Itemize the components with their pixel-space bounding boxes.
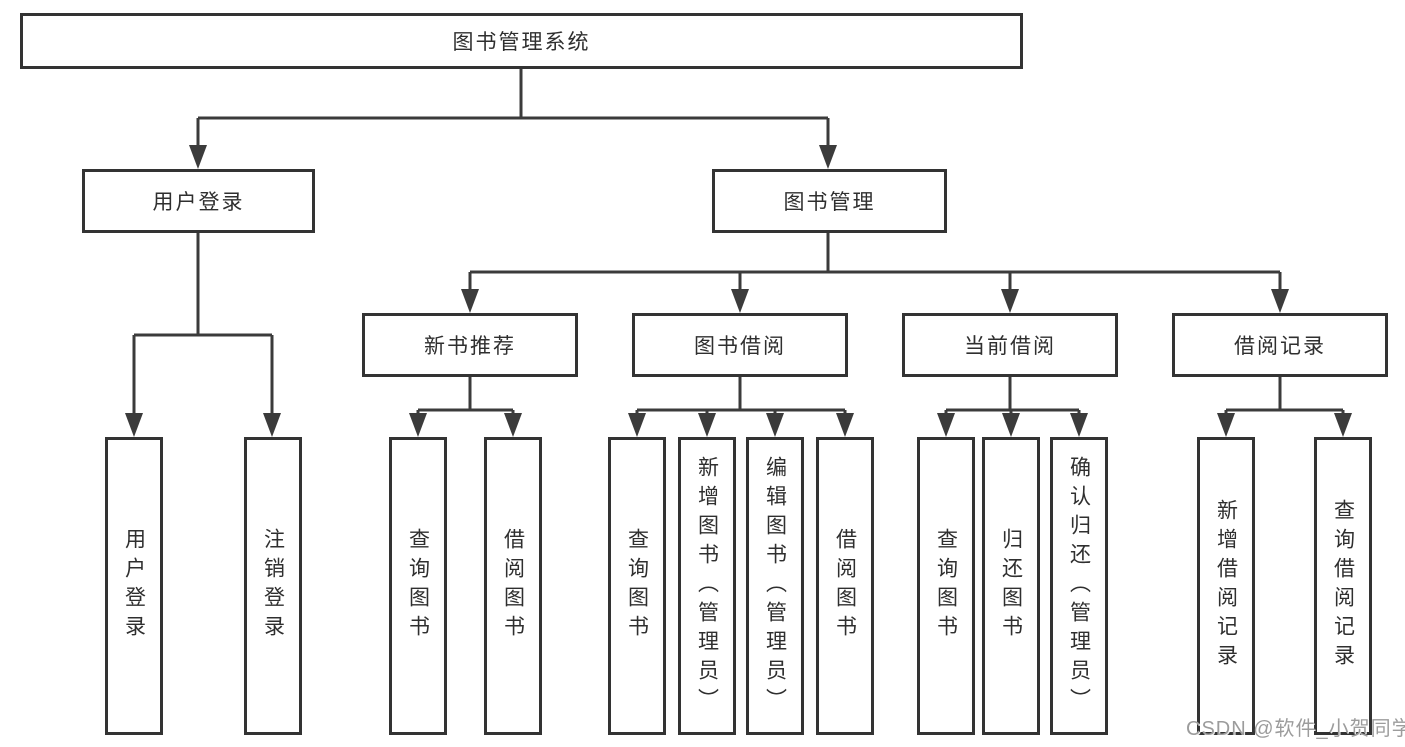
node-label: 用户登录 [122, 528, 146, 644]
node-label: 查询图书 [406, 528, 430, 644]
csdn-watermark: CSDN @软件_小贺同学 [1186, 718, 1405, 740]
node-label: 用户登录 [152, 191, 245, 214]
node-label: 借阅图书 [833, 528, 857, 644]
leaf-recommend-borrow-books: 借阅图书 [484, 437, 542, 735]
leaf-borrow-query-books: 查询图书 [608, 437, 666, 735]
node-label: 归还图书 [999, 528, 1023, 644]
leaf-records-query-borrow-record: 查询借阅记录 [1314, 437, 1372, 735]
node-label: 查询图书 [625, 528, 649, 644]
leaf-current-return-books: 归还图书 [982, 437, 1040, 735]
node-label: 编辑图书（管理员） [763, 455, 787, 717]
node-label: 注销登录 [261, 528, 285, 644]
leaf-logout-login: 注销登录 [244, 437, 302, 735]
node-label: 新书推荐 [424, 335, 516, 358]
leaf-borrow-add-books-admin: 新增图书（管理员） [678, 437, 736, 735]
leaf-current-query-books: 查询图书 [917, 437, 975, 735]
node-new-book-recommend: 新书推荐 [362, 313, 578, 377]
node-label: 确认归还（管理员） [1067, 455, 1091, 717]
node-library-management-system: 图书管理系统 [20, 13, 1023, 69]
leaf-user-login: 用户登录 [105, 437, 163, 735]
node-label: 查询图书 [934, 528, 958, 644]
node-user-login: 用户登录 [82, 169, 315, 233]
node-label: 图书借阅 [694, 335, 786, 358]
leaf-borrow-edit-books-admin: 编辑图书（管理员） [746, 437, 804, 735]
node-borrow-records: 借阅记录 [1172, 313, 1388, 377]
node-current-borrow: 当前借阅 [902, 313, 1118, 377]
leaf-recommend-query-books: 查询图书 [389, 437, 447, 735]
node-book-borrow: 图书借阅 [632, 313, 848, 377]
node-label: 借阅记录 [1234, 335, 1326, 358]
node-label: 图书管理系统 [452, 31, 591, 54]
leaf-borrow-borrow-books: 借阅图书 [816, 437, 874, 735]
node-label: 查询借阅记录 [1331, 499, 1355, 673]
leaf-records-add-borrow-record: 新增借阅记录 [1197, 437, 1255, 735]
leaf-current-confirm-return-admin: 确认归还（管理员） [1050, 437, 1108, 735]
node-label: 图书管理 [783, 191, 876, 214]
node-label: 借阅图书 [501, 528, 525, 644]
node-book-management: 图书管理 [712, 169, 947, 233]
node-label: 新增借阅记录 [1214, 499, 1238, 673]
node-label: 当前借阅 [964, 335, 1056, 358]
node-label: 新增图书（管理员） [695, 455, 719, 717]
